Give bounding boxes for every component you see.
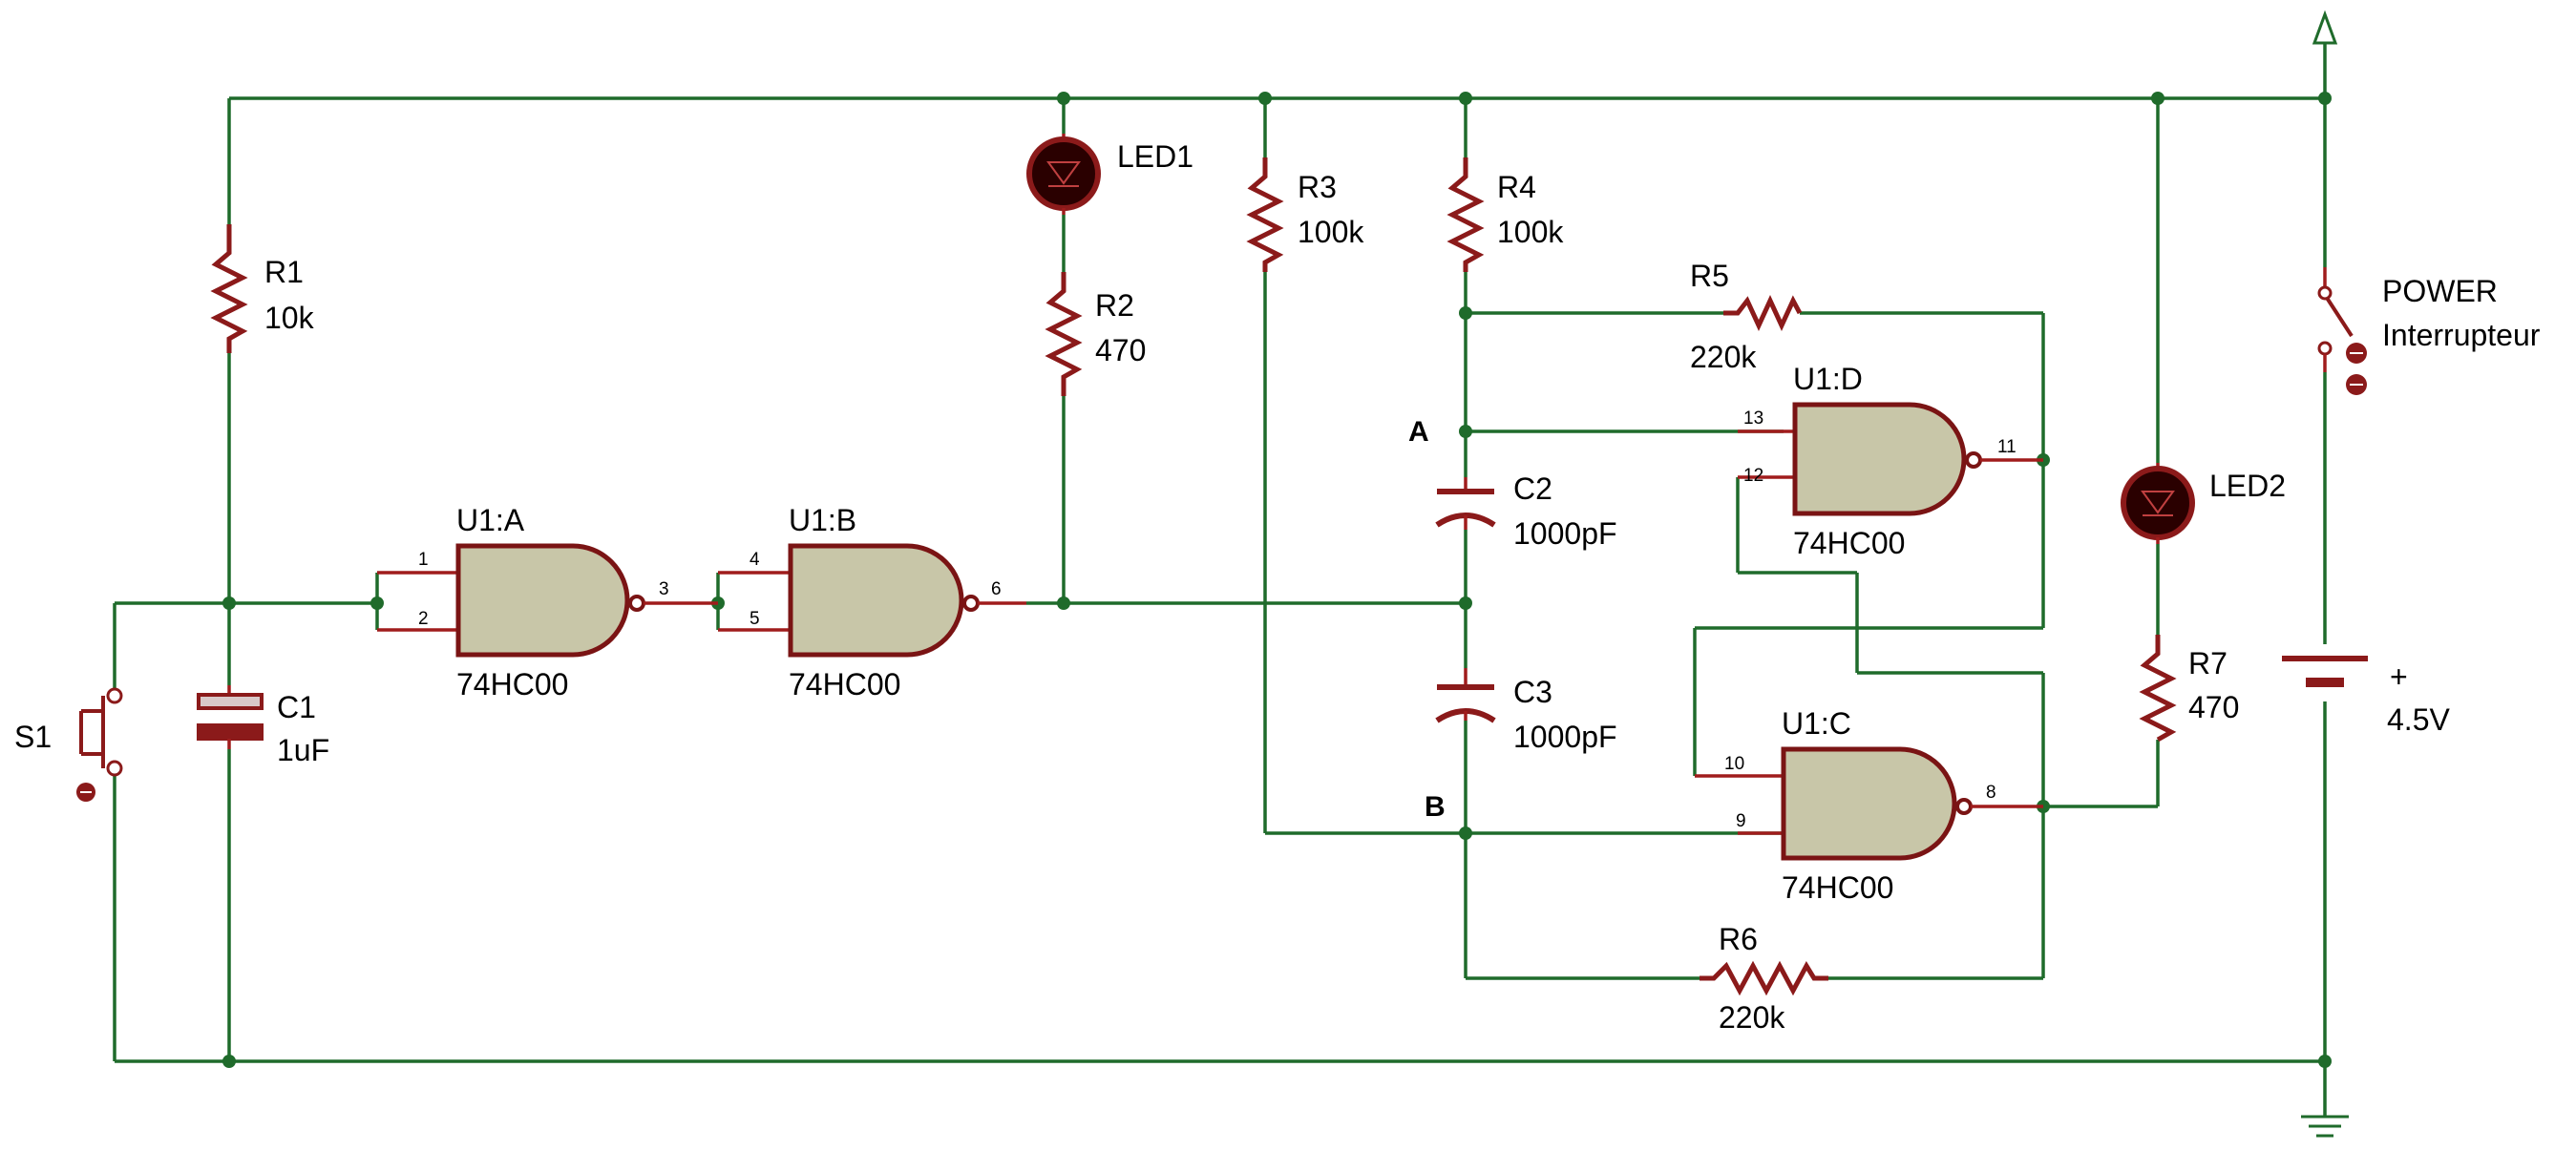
- c1-value: 1uF: [277, 733, 329, 767]
- switch-contact: [2317, 341, 2333, 356]
- r2-ref: R2: [1095, 288, 1134, 323]
- power-switch-ref: POWER: [2382, 274, 2498, 308]
- u1a-part: 74HC00: [456, 667, 568, 701]
- u1a-ref: U1:A: [456, 503, 525, 537]
- battery-value: 4.5V: [2387, 702, 2450, 737]
- node-label-a: A: [1408, 416, 1429, 448]
- r2-value: 470: [1095, 333, 1146, 367]
- led2-ref: LED2: [2209, 469, 2286, 503]
- c2-value: 1000pF: [1513, 516, 1617, 551]
- r6-value: 220k: [1719, 1000, 1785, 1035]
- u1a-pin3: 3: [659, 579, 669, 599]
- u1b-ref: U1:B: [789, 503, 856, 537]
- junction-dot: [1057, 92, 1070, 105]
- u1c-pin10: 10: [1724, 754, 1744, 774]
- resistor-r1: R1 10k: [210, 224, 315, 353]
- c3-value: 1000pF: [1513, 720, 1617, 754]
- u1a-pin2: 2: [418, 609, 429, 629]
- nand-gate-u1a: 1 2 3 U1:A 74HC00: [377, 503, 718, 701]
- junction-dot: [1459, 596, 1472, 610]
- pushbutton-s1: S1: [14, 687, 123, 802]
- nand-gate-u1c: 10 9 8 U1:C 74HC00: [1695, 706, 2043, 905]
- r7-value: 470: [2188, 690, 2239, 724]
- resistor-r4: R4 100k: [1446, 157, 1564, 272]
- r3-ref: R3: [1298, 170, 1337, 204]
- junction-dot: [2318, 1055, 2332, 1068]
- power-switch: POWER Interrupteur: [2317, 267, 2541, 395]
- resistor-r6: R6 220k: [1700, 922, 1828, 1035]
- capacitor-c3: C3 1000pF: [1435, 668, 1617, 754]
- switch-icon: [2325, 296, 2354, 338]
- u1b-pin6: 6: [991, 579, 1002, 599]
- junction-dot: [1459, 92, 1472, 105]
- r3-value: 100k: [1298, 215, 1364, 249]
- power-arrow-icon: [2312, 10, 2338, 45]
- junction-dot: [1258, 92, 1272, 105]
- resistor-r5: R5 220k: [1690, 259, 1803, 374]
- resistor-r3: R3 100k: [1246, 157, 1364, 272]
- junction-dot: [2151, 92, 2164, 105]
- junction-dot: [1459, 827, 1472, 840]
- u1d-pin12: 12: [1743, 466, 1763, 486]
- led2: LED2: [2121, 463, 2286, 544]
- u1d-pin11: 11: [1997, 437, 2016, 457]
- u1c-pin9: 9: [1736, 811, 1746, 831]
- junction-dot: [1459, 425, 1472, 438]
- battery-icon: + 4.5V: [2282, 656, 2450, 737]
- nand-gate-u1d: 13 12 11 U1:D 74HC00: [1738, 362, 2043, 560]
- junction-dot: [1057, 596, 1070, 610]
- junction-dot: [2318, 92, 2332, 105]
- r5-value: 220k: [1690, 340, 1757, 374]
- r1-ref: R1: [264, 255, 304, 289]
- r5-ref: R5: [1690, 259, 1729, 293]
- resistor-r2: R2 470: [1045, 272, 1146, 396]
- battery-polarity: +: [2390, 659, 2408, 694]
- u1b-pin4: 4: [750, 550, 760, 570]
- u1c-part: 74HC00: [1782, 870, 1893, 905]
- u1d-pin13: 13: [1743, 408, 1763, 429]
- u1d-ref: U1:D: [1793, 362, 1863, 396]
- r4-ref: R4: [1497, 170, 1536, 204]
- switch-contact: [2317, 285, 2333, 301]
- nand-gate-u1b: 4 5 6 U1:B 74HC00: [718, 503, 1026, 701]
- c1-ref: C1: [277, 690, 316, 724]
- s1-ref: S1: [14, 720, 52, 754]
- c3-ref: C3: [1513, 675, 1552, 709]
- resistor-r7: R7 470: [2139, 635, 2239, 743]
- led1-ref: LED1: [1117, 139, 1193, 174]
- u1d-part: 74HC00: [1793, 526, 1905, 560]
- u1c-pin8: 8: [1986, 783, 1996, 803]
- led1: LED1: [1026, 134, 1193, 215]
- r7-ref: R7: [2188, 646, 2228, 680]
- junction-dot: [1459, 306, 1472, 320]
- power-switch-value: Interrupteur: [2382, 318, 2541, 352]
- wires: [113, 43, 2327, 1117]
- r1-value: 10k: [264, 301, 315, 335]
- r4-value: 100k: [1497, 215, 1564, 249]
- u1c-ref: U1:C: [1782, 706, 1851, 741]
- junctions: [222, 92, 2332, 1068]
- u1b-part: 74HC00: [789, 667, 900, 701]
- capacitor-c1: C1 1uF: [197, 685, 329, 767]
- junction-dot: [222, 1055, 236, 1068]
- junction-dot: [222, 596, 236, 610]
- ground-icon: [2301, 1115, 2349, 1138]
- u1a-pin1: 1: [418, 550, 429, 570]
- u1b-pin5: 5: [750, 609, 760, 629]
- c2-ref: C2: [1513, 471, 1552, 506]
- r6-ref: R6: [1719, 922, 1758, 956]
- node-label-b: B: [1425, 791, 1446, 823]
- junction-dot: [370, 596, 384, 610]
- capacitor-c2: C2 1000pF: [1435, 471, 1617, 551]
